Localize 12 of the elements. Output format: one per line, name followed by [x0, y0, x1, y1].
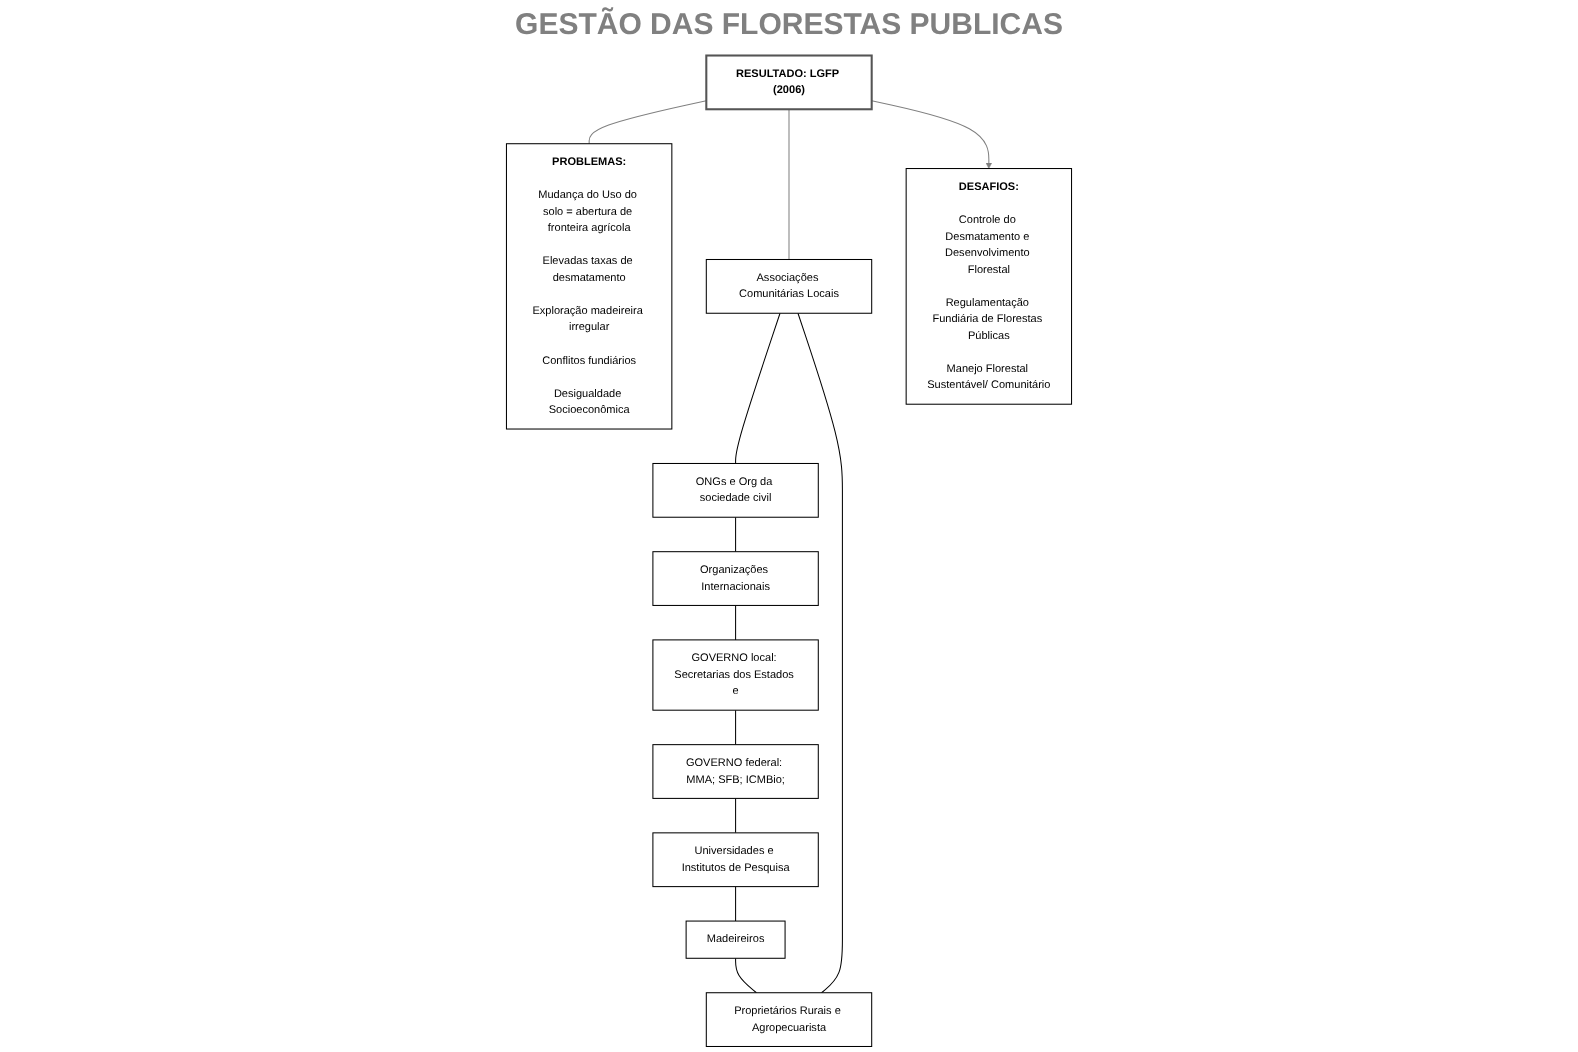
- connector: [588, 100, 707, 145]
- arrow: [871, 100, 992, 169]
- connector: [735, 312, 781, 464]
- connector: [735, 604, 737, 641]
- connector: [735, 709, 737, 746]
- center-label: GESTÃO DAS FLORESTAS PUBLICAS: [515, 8, 1063, 42]
- connector: [735, 797, 737, 834]
- connector: [735, 957, 757, 994]
- connector: [797, 312, 843, 994]
- connector: [735, 516, 737, 553]
- connector: [788, 108, 790, 260]
- connector: [735, 886, 737, 922]
